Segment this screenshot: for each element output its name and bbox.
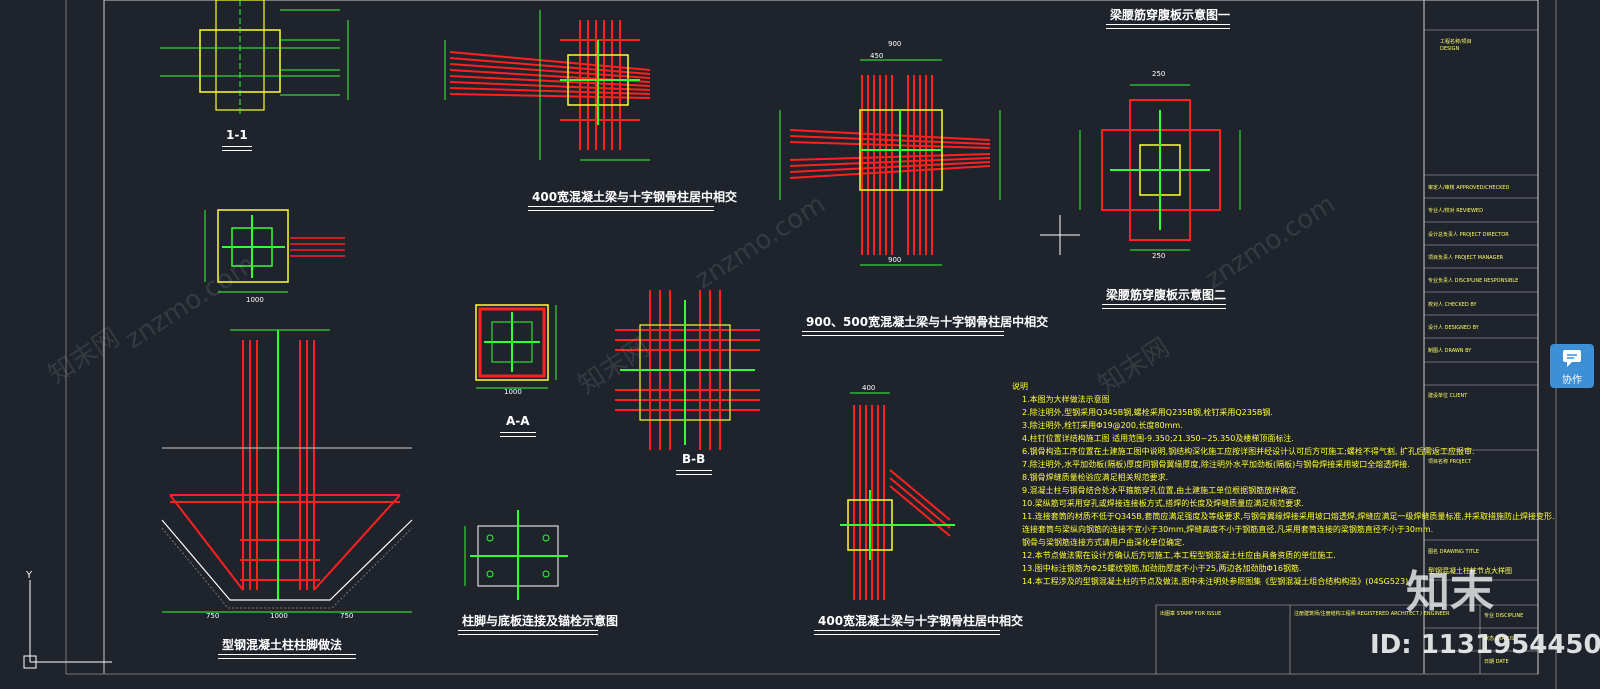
title-diagram-2: 梁腰筋穿腹板示意图二 [1106, 288, 1227, 302]
detail-base-plate [464, 510, 568, 600]
note-line: 连接套筒与梁纵向钢筋的连接不宜小于30mm,焊缝高度不小于钢筋直径,凡采用套筒连… [1022, 525, 1434, 534]
title-underline [1102, 304, 1226, 309]
dim-label: 400 [862, 384, 876, 392]
note-line: 9.混凝土柱与钢骨结合处水平箍筋穿孔位置,由土建施工单位根据钢筋放样确定. [1022, 486, 1299, 495]
title-900-500-beam-cross: 900、500宽混凝土梁与十字钢骨柱居中相交 [806, 315, 1049, 329]
title-section-1-1: 1-1 [226, 128, 248, 142]
title-block-stamp: 出图章 STAMP FOR ISSUE [1160, 611, 1222, 617]
title-block-row: 制图人 DRAWN BY [1428, 348, 1472, 354]
title-underline [458, 630, 598, 635]
title-column-base: 型钢混凝土柱柱脚做法 [222, 638, 343, 652]
note-line: 14.本工程涉及的型钢混凝土柱的节点及做法,图中未注明处参照图集《型钢混凝土组合… [1022, 577, 1411, 586]
dim-label: 1000 [504, 388, 522, 396]
title-block-company: 工程名称/项目 [1440, 39, 1472, 45]
title-base-plate: 柱脚与底板连接及锚栓示意图 [462, 614, 619, 628]
note-line: 10.梁纵筋可采用穿孔或焊接连接板方式,搭焊的长度及焊缝质量应满足规范要求. [1022, 499, 1304, 508]
note-line: 6.钢骨构造工序位置在土建施工图中说明,钢结构深化施工应按详图并经设计认可后方可… [1022, 447, 1475, 456]
title-underline [802, 331, 1004, 336]
detail-section-b-b [615, 290, 760, 450]
note-line: 1.本图为大样做法示意图 [1022, 395, 1110, 404]
dim-label: 450 [870, 52, 884, 60]
title-block-row: 审定人/审核 APPROVED/CHECKED [1428, 185, 1510, 191]
title-block-drawing-title-label: 图名 DRAWING TITLE [1428, 549, 1480, 555]
title-block-row: 专业人/校对 REVIEWED [1428, 208, 1483, 214]
dim-label: 750 [206, 612, 220, 620]
title-400-beam-cross-2: 400宽混凝土梁与十字钢骨柱居中相交 [818, 614, 1024, 628]
title-block-client: 建设单位 CLIENT [1428, 393, 1468, 399]
detail-column-plan [204, 209, 345, 293]
dim-label: 750 [340, 612, 354, 620]
dim-label: 1000 [270, 612, 288, 620]
ucs-icon: Y [23, 570, 112, 669]
title-section-a-a: A-A [506, 414, 530, 428]
dim-label: 900 [888, 256, 902, 264]
title-block-row: 校对人 CHECKED BY [1428, 302, 1477, 308]
diagram-web-pass-2 [1040, 84, 1241, 255]
title-underline [500, 432, 536, 437]
title-diagram-1: 梁腰筋穿腹板示意图一 [1110, 8, 1231, 22]
note-line: 12.本节点做法需在设计方确认后方可施工,本工程型钢混凝土柱应由具备资质的单位施… [1022, 551, 1336, 560]
title-block-sub: DESIGN [1440, 46, 1460, 52]
dim-label: 250 [1152, 252, 1166, 260]
title-underline [222, 146, 252, 151]
detail-1-1 [160, 0, 349, 115]
note-line: 3.除注明外,栓钉采用Φ19@200,长度80mm. [1022, 421, 1183, 430]
notes-block: 说明 1.本图为大样做法示意图 2.除注明外,型钢采用Q345B钢,螺栓采用Q2… [1012, 380, 1555, 588]
title-400-beam-cross: 400宽混凝土梁与十字钢骨柱居中相交 [532, 190, 738, 204]
chat-icon [1563, 350, 1581, 367]
dim-label: 1000 [246, 296, 264, 304]
title-section-b-b: B-B [682, 452, 706, 466]
title-underline [814, 630, 1000, 635]
title-block-reg: 注册建筑师/注册结构工程师 REGISTERED ARCHITECT / ENG… [1294, 611, 1450, 617]
detail-900-500-beam-cross [779, 59, 1001, 266]
title-block-discipline: 专业 DISCIPLINE [1484, 613, 1524, 619]
image-id: ID: 1131954450 [1370, 630, 1600, 660]
title-underline [1106, 24, 1230, 29]
note-line: 钢骨与梁钢筋连接方式请用户由深化单位确定. [1022, 538, 1185, 547]
note-line: 11.连接套筒的材质不低于Q345B,套筒应满足强度及等级要求,与钢骨翼缘焊接采… [1022, 512, 1555, 521]
title-block-drawing-title: 型钢混凝土柱柱节点大样图 [1428, 567, 1512, 575]
title-underline [528, 206, 714, 211]
note-line: 4.柱钉位置详结构施工图 适用范围-9.350;21.350~25.350及楼梯… [1022, 434, 1294, 443]
title-block-row: 专业负责人 DISCIPLINE RESPONSIBLE [1428, 278, 1519, 284]
title-underline [218, 654, 356, 659]
detail-section-a-a [475, 304, 557, 389]
note-line: 8.钢骨焊缝质量检验应满足相关规范要求. [1022, 473, 1169, 482]
title-block-row: 设计总负责人 PROJECT DIRECTOR [1428, 232, 1509, 238]
dim-label: 250 [1152, 70, 1166, 78]
svg-text:Y: Y [25, 570, 33, 581]
collab-label: 协作 [1562, 375, 1582, 386]
collab-button[interactable]: 协作 [1550, 344, 1594, 388]
dim-label: 900 [888, 40, 902, 48]
title-block-row: 项目负责人 PROJECT MANAGER [1428, 255, 1504, 261]
title-block-row: 设计人 DESIGNED BY [1428, 325, 1479, 331]
note-line: 2.除注明外,型钢采用Q345B钢,螺栓采用Q235B钢,栓钉采用Q235B钢. [1022, 408, 1273, 417]
title-block-grid [1155, 29, 1538, 674]
detail-column-base [161, 329, 413, 613]
title-block-project: 项目名称 PROJECT [1428, 459, 1472, 465]
note-line: 7.除注明外,水平加劲板(隔板)厚度同钢骨翼缘厚度,除注明外水平加劲板(隔板)与… [1022, 460, 1410, 469]
brand-logo: 知末 [1406, 567, 1494, 618]
detail-400-beam-cross [444, 10, 651, 161]
title-block-date: 日期 DATE [1484, 659, 1509, 665]
detail-400-beam-cross-2 [840, 392, 955, 600]
title-block-status: 状态 STATUS [1484, 636, 1515, 642]
note-line: 13.图中标注钢筋为Φ25螺纹钢筋,加劲肋厚度不小于25,两边各加劲肋Φ16钢筋… [1022, 564, 1302, 573]
title-underline [676, 470, 712, 475]
notes-heading: 说明 [1012, 382, 1028, 391]
